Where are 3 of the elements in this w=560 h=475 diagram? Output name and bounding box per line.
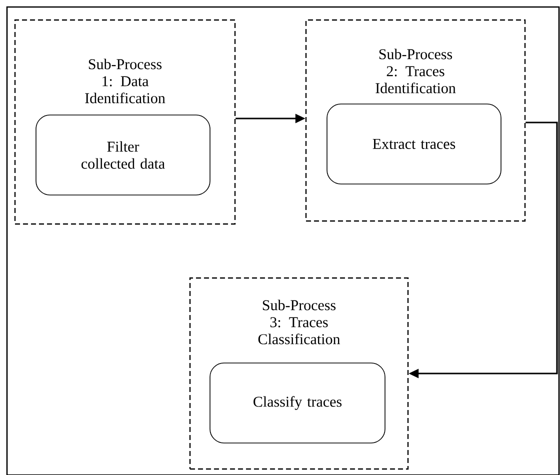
process-box: Extract traces bbox=[326, 104, 502, 184]
process-box: Filter collected data bbox=[36, 114, 210, 196]
process-box: Classify traces bbox=[210, 362, 386, 444]
